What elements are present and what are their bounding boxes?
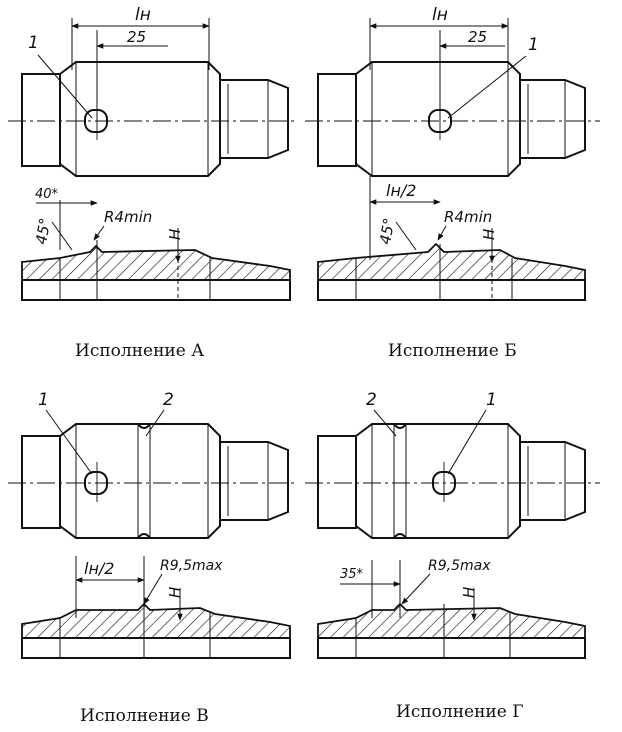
dim-45-a: 45° xyxy=(32,217,54,246)
callout-1-v: 1 xyxy=(38,390,49,410)
dim-lh2-v: lн/2 xyxy=(84,559,114,578)
caption-variant-a: Исполнение А xyxy=(75,341,205,361)
dim-45-b: 45° xyxy=(376,217,398,246)
caption-variant-v: Исполнение В xyxy=(80,706,209,726)
variant-a-plan-view: lн 25 1 xyxy=(8,5,298,177)
dim-25-a: 25 xyxy=(127,28,146,46)
dim-h-v: H xyxy=(166,587,184,598)
callout-1-b: 1 xyxy=(528,35,539,55)
dim-40-a: 40* xyxy=(35,187,59,202)
variant-v-section: lн/2 R9,5max H xyxy=(21,556,291,659)
dim-ln-a: lн xyxy=(135,5,151,25)
caption-variant-b: Исполнение Б xyxy=(388,341,517,361)
dim-r95max-g: R9,5max xyxy=(428,558,491,574)
dim-ln-b: lн xyxy=(432,5,448,25)
dim-h-b: H xyxy=(480,229,498,240)
variant-g-section: 35* R9,5max H xyxy=(317,558,586,659)
callout-1-a: 1 xyxy=(28,33,39,53)
dim-h-a: H xyxy=(166,229,184,240)
callout-2-g: 2 xyxy=(366,390,377,410)
callout-1-g: 1 xyxy=(486,390,497,410)
caption-variant-g: Исполнение Г xyxy=(396,702,524,722)
dim-h-g: H xyxy=(460,587,478,598)
dim-r95max-v: R9,5max xyxy=(160,558,223,574)
variant-b-plan-view: lн 25 1 xyxy=(305,5,600,177)
dim-r4min-a: R4min xyxy=(104,208,152,226)
variant-g-plan-view: 2 1 xyxy=(305,390,600,539)
dim-35-g: 35* xyxy=(340,567,364,582)
dim-lh2-b: lн/2 xyxy=(386,181,416,200)
callout-2-v: 2 xyxy=(163,390,174,410)
variant-v-plan-view: 1 2 xyxy=(8,390,298,539)
dim-r4min-b: R4min xyxy=(444,208,492,226)
variant-b-section: lн/2 R4min 45° H xyxy=(317,176,586,301)
dim-25-b: 25 xyxy=(468,28,487,46)
variant-a-section: 40* R4min 45° H xyxy=(21,187,291,301)
